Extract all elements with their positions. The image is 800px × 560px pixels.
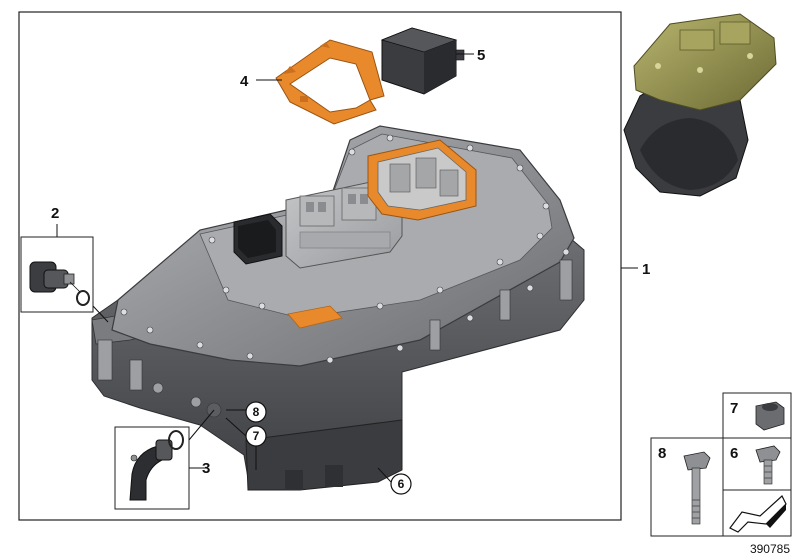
callout-1: 1 [642, 261, 650, 278]
circle-callout-7-ring [245, 425, 267, 447]
orange-connector-frame [367, 139, 477, 221]
sensor-part [29, 261, 90, 306]
circle-callout-8-ring [245, 401, 267, 423]
bolt-hardware [683, 451, 711, 525]
hardware-label-7: 7 [730, 400, 738, 417]
callout-5: 5 [477, 47, 485, 64]
direction-arrow-icon [729, 495, 787, 533]
circle-callout-7: 7 [253, 429, 260, 443]
overview-motor-image [623, 13, 777, 197]
cover-cap-part [380, 27, 465, 95]
callout-4: 4 [240, 73, 249, 90]
hardware-label-8: 8 [658, 445, 666, 462]
circle-callout-8: 8 [253, 405, 260, 419]
coolant-pipe-part [129, 430, 184, 501]
hardware-label-6: 6 [730, 445, 738, 462]
circle-callout-6: 6 [398, 477, 405, 491]
black-connector [233, 213, 283, 265]
hardware-panel [650, 392, 792, 537]
leader-lines [189, 53, 638, 483]
circle-callout-6-ring [390, 473, 412, 495]
nut-hardware [755, 401, 785, 431]
main-frame [18, 11, 622, 521]
screw-hardware [755, 445, 781, 485]
warning-label [287, 305, 343, 329]
catalog-number: 390785 [750, 542, 790, 556]
orange-bracket-part [275, 39, 385, 125]
callout-2: 2 [51, 205, 59, 222]
inverter-housing-illustration [91, 125, 585, 491]
callout-3: 3 [202, 460, 210, 477]
